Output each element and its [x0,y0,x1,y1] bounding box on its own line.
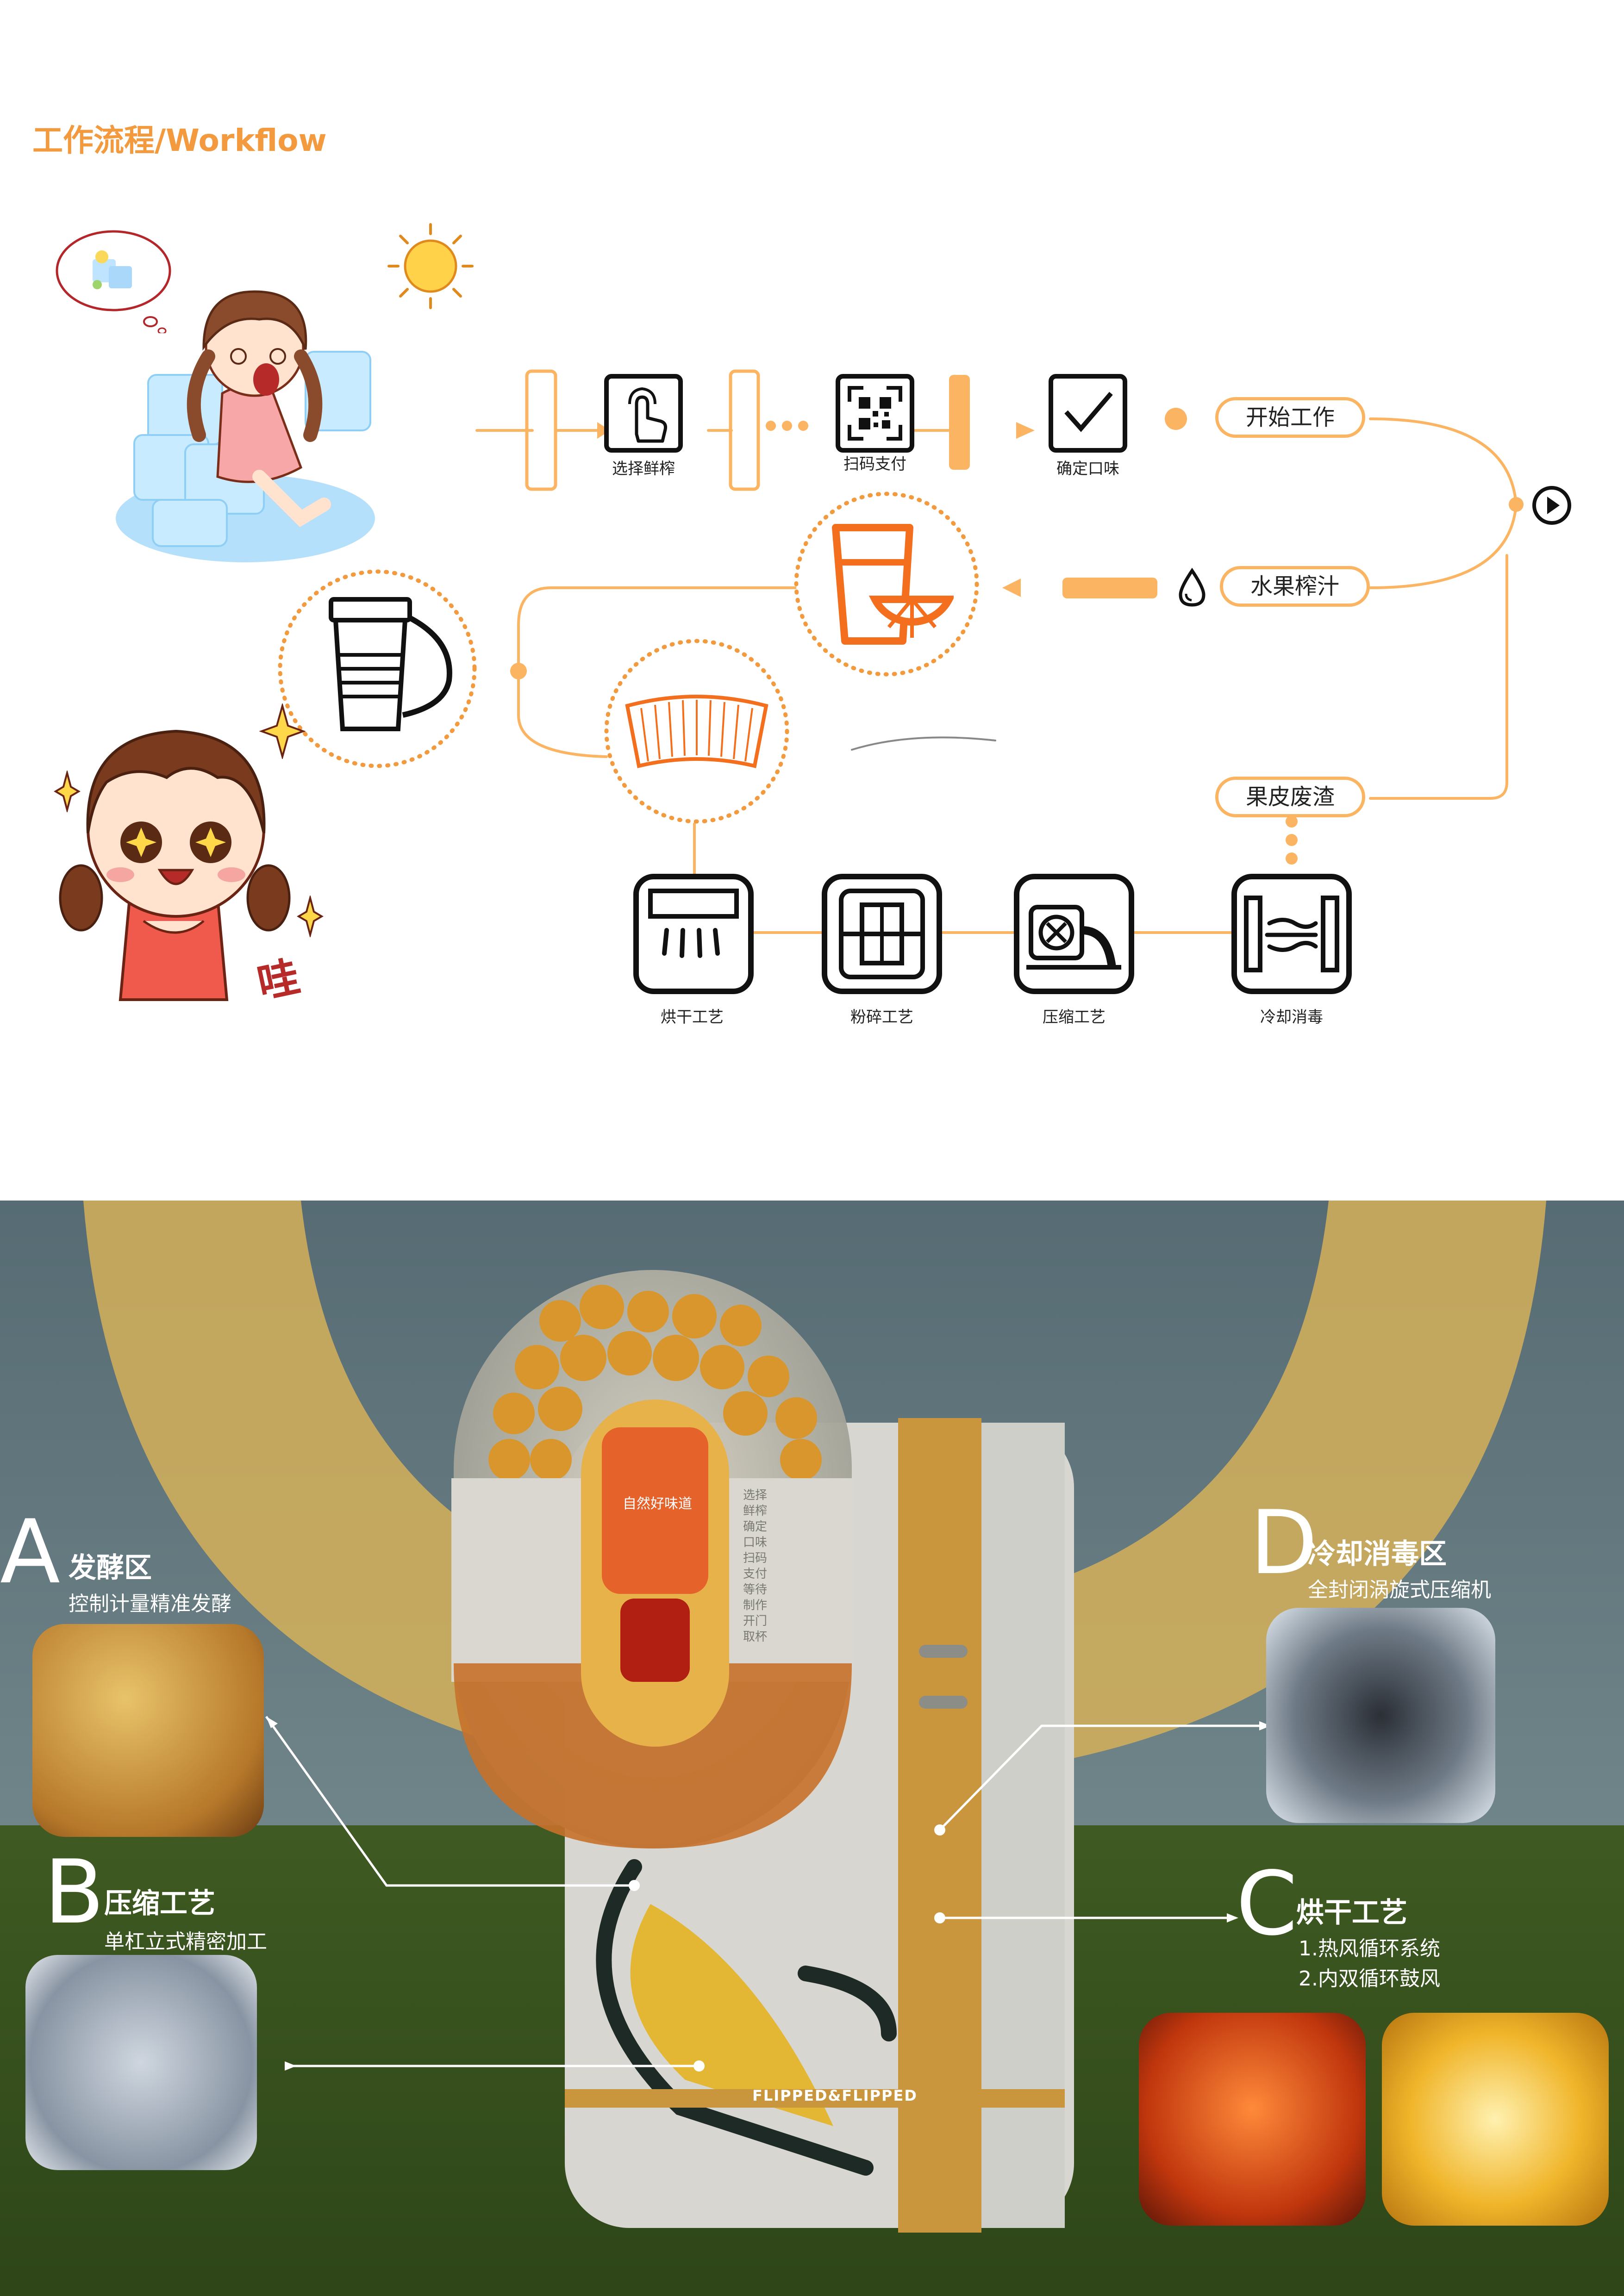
fermentation-thumbnail [32,1624,264,1837]
cooling-compressor-thumbnail [1266,1608,1495,1823]
juice-glass-icon [832,524,954,645]
zone-b-letter: B [44,1841,105,1943]
crusher-icon [822,874,942,994]
page-title: 工作流程/Workflow [32,123,327,158]
pill-start-work: 开始工作 [1215,397,1365,438]
zone-a-subtitle: 控制计量精准发酵 [69,1592,231,1616]
pill-peel-waste: 果皮废渣 [1215,777,1365,817]
workflow-diagram [278,369,1524,934]
pill-fruit-juice: 水果榨汁 [1220,566,1370,607]
zone-b-subtitle: 单杠立式精密加工 [104,1930,267,1954]
compressor-icon [1014,874,1134,994]
peel-icon [625,695,768,768]
zone-d-letter: D [1250,1492,1318,1594]
zone-c-line-2: 2.内双循环鼓风 [1299,1967,1440,1991]
sun-icon [387,223,474,309]
step-label-scan: 扫码支付 [843,455,906,473]
machine-panel-menu: 选择鲜榨 确定口味 扫码支付 等待制作 开门取杯 [743,1487,771,1645]
zone-a-title: 发酵区 [69,1552,152,1584]
hot-girl-illustration [116,290,375,562]
panel-item: 确定口味 [743,1520,768,1549]
excited-girl-illustration [59,729,291,1001]
product-photo: A 发酵区 控制计量精准发酵 B 压缩工艺 单杠立式精密加工 D 冷却消毒区 全… [0,1201,1624,2296]
sparkle-icon [297,896,324,937]
zone-c-title: 烘干工艺 [1296,1897,1407,1929]
cup-icon [329,597,452,731]
process-label-cooling: 冷却消毒 [1260,1008,1323,1027]
panel-item: 扫码支付 [743,1551,768,1581]
compressor-motor-thumbnail [25,1955,257,2170]
water-drop-icon [1179,567,1206,607]
panel-item: 开门取杯 [743,1614,768,1644]
checkbox-icon [1049,374,1127,453]
dryer-icon [633,874,754,994]
zone-a-letter: A [0,1501,60,1603]
step-label-flavor: 确定口味 [1056,460,1119,478]
fan-thumbnail [1382,2013,1609,2226]
hand-tap-icon [604,374,683,453]
step-label-select: 选择鲜榨 [612,460,675,478]
thought-bubble [56,230,171,333]
process-label-compressing: 压缩工艺 [1043,1008,1106,1027]
panel-item: 等待制作 [743,1583,768,1612]
zone-d-title: 冷却消毒区 [1308,1538,1447,1570]
process-label-drying: 烘干工艺 [661,1008,724,1027]
sparkle-icon [54,771,81,812]
hot-air-thumbnail [1139,2013,1366,2226]
cooling-icon [1231,874,1352,994]
panel-item: 选择鲜榨 [743,1488,768,1518]
zone-c-line-1: 1.热风循环系统 [1299,1937,1440,1960]
zone-d-subtitle: 全封闭涡旋式压缩机 [1308,1578,1491,1602]
qr-code-icon [836,374,914,453]
machine-screen-text: 自然好味道 [623,1496,692,1512]
play-icon[interactable] [1530,484,1574,528]
zone-c-letter: C [1236,1853,1298,1955]
zone-b-title: 压缩工艺 [104,1887,215,1920]
process-label-crushing: 粉碎工艺 [850,1008,913,1027]
machine-brand-text: FLIPPED&FLIPPED [752,2087,918,2104]
sparkle-icon [259,703,306,759]
